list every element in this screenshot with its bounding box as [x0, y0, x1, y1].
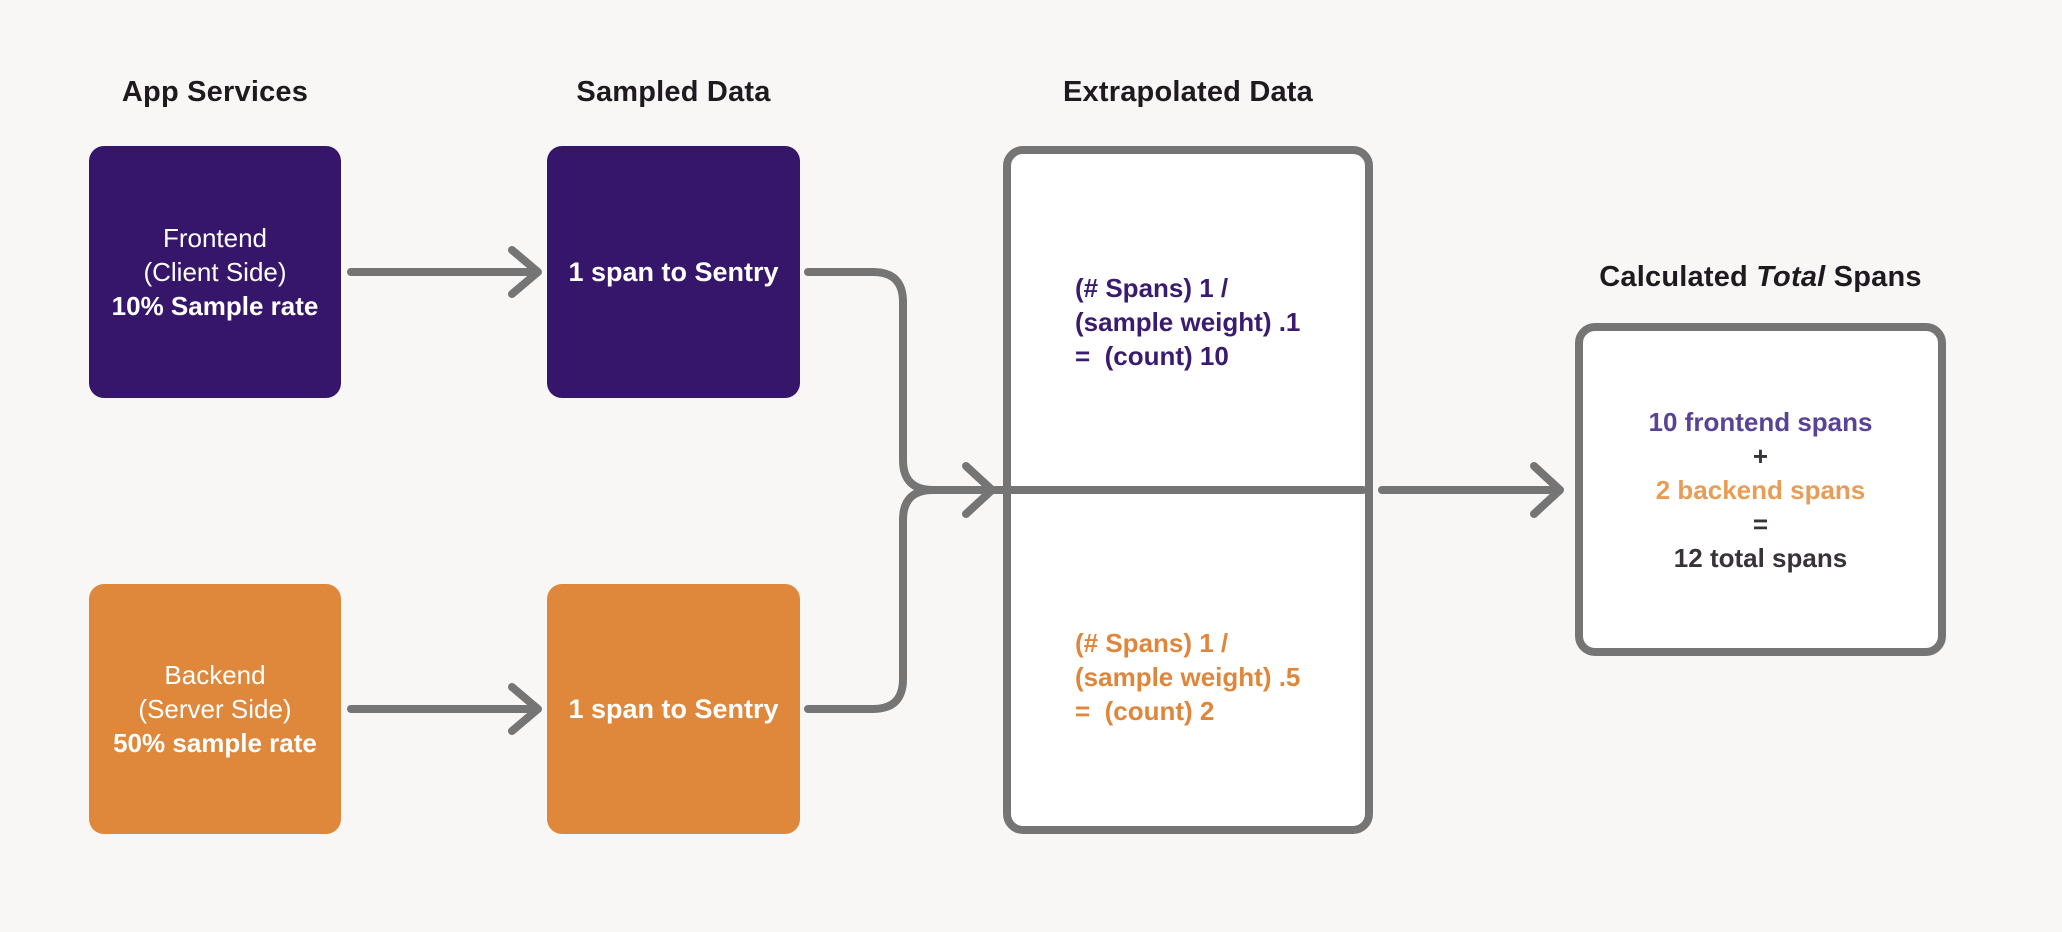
backend-service-box: Backend (Server Side) 50% sample rate	[89, 584, 341, 834]
connector-sampled-backend-merge	[804, 486, 937, 713]
extrapolated-backend-count: = (count) 2	[1075, 696, 1215, 726]
sampled-frontend-box: 1 span to Sentry	[547, 146, 800, 398]
extrapolated-backend-weight: (sample weight) .5	[1075, 662, 1301, 692]
frontend-sample-rate: 10% Sample rate	[111, 291, 319, 321]
backend-sample-rate: 50% sample rate	[113, 728, 317, 758]
extrapolated-data-header: Extrapolated Data	[1063, 76, 1313, 108]
extrapolated-frontend-spans: (# Spans) 1 /	[1075, 273, 1229, 303]
sampled-backend-label: 1 span to Sentry	[568, 694, 779, 724]
frontend-service-side: (Client Side)	[143, 257, 287, 287]
arrowhead-backend-to-sampled-icon	[508, 683, 542, 735]
arrowhead-extrapolated-to-calculated-icon	[1530, 462, 1564, 518]
extrapolated-backend-spans: (# Spans) 1 /	[1075, 628, 1229, 658]
calculated-header-suffix: Spans	[1825, 261, 1922, 293]
calculated-header-italic-total: Total	[1756, 261, 1826, 293]
calculated-total-spans-box: 10 frontend spans + 2 backend spans = 12…	[1575, 323, 1946, 656]
calculated-total-spans: 12 total spans	[1673, 542, 1848, 573]
extrapolated-backend-section: (# Spans) 1 / (sample weight) .5 = (coun…	[1011, 498, 1365, 826]
calculated-equals-sign: =	[1752, 508, 1769, 539]
sampled-data-header: Sampled Data	[576, 76, 771, 108]
calculated-frontend-spans: 10 frontend spans	[1648, 406, 1873, 437]
calculated-header-prefix: Calculated	[1599, 261, 1757, 293]
calculated-plus-sign: +	[1752, 440, 1769, 471]
sampled-backend-box: 1 span to Sentry	[547, 584, 800, 834]
calculated-backend-spans: 2 backend spans	[1655, 474, 1866, 505]
backend-service-side: (Server Side)	[138, 694, 292, 724]
sampled-frontend-label: 1 span to Sentry	[568, 257, 779, 287]
frontend-service-name: Frontend	[162, 223, 268, 253]
calculated-total-spans-header: Calculated Total Spans	[1575, 261, 1946, 294]
frontend-service-box: Frontend (Client Side) 10% Sample rate	[89, 146, 341, 398]
app-services-header: App Services	[121, 76, 309, 108]
extrapolated-frontend-count: = (count) 10	[1075, 341, 1229, 371]
extrapolated-frontend-weight: (sample weight) .1	[1075, 307, 1301, 337]
connector-sampled-frontend-merge	[804, 268, 937, 494]
arrowhead-frontend-to-sampled-icon	[508, 246, 542, 298]
arrowhead-merged-icon	[962, 462, 996, 518]
extrapolated-data-box: (# Spans) 1 / (sample weight) .1 = (coun…	[1003, 146, 1373, 834]
extrapolated-frontend-section: (# Spans) 1 / (sample weight) .1 = (coun…	[1011, 154, 1365, 490]
backend-service-name: Backend	[164, 660, 266, 690]
